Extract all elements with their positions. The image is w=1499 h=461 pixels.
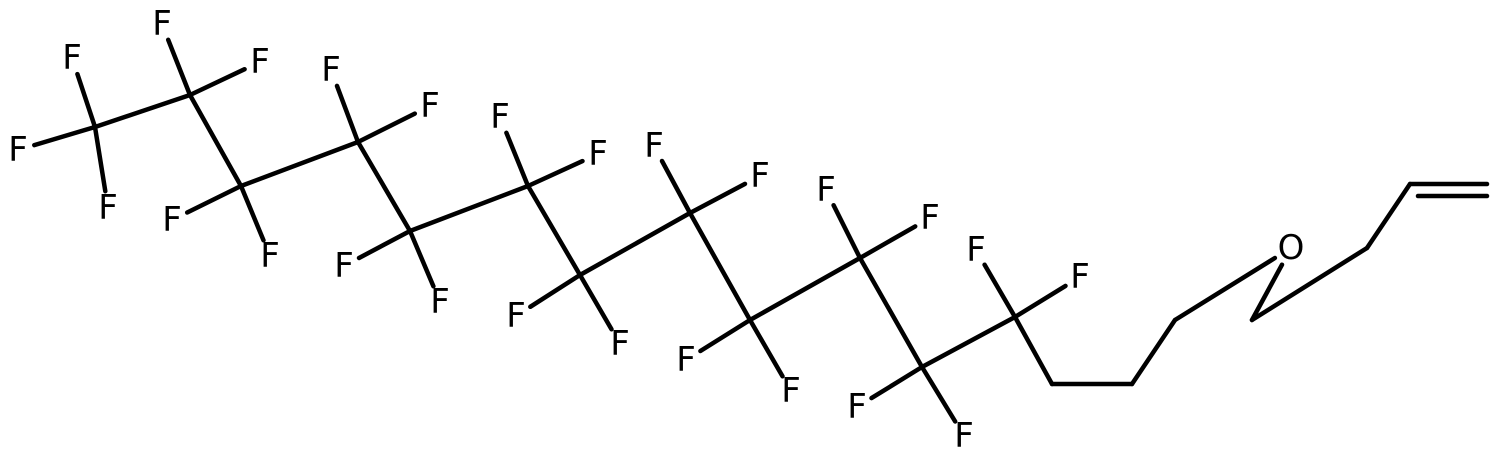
bond-C5-C6 (407, 183, 531, 234)
atom-label-f02: F (62, 38, 82, 78)
atom-label-f21: F (920, 198, 940, 238)
bond-O1-C16 (1249, 262, 1285, 323)
atom-label-f13: F (588, 134, 608, 174)
atom-label-f08: F (321, 50, 341, 90)
atom-label-f06: F (162, 200, 182, 240)
bond-C1-F03 (92, 124, 108, 194)
atom-label-f03: F (98, 188, 118, 228)
atom-label-f09: F (420, 86, 440, 126)
atom-label-f05: F (250, 42, 270, 82)
bond-C12-F24 (982, 262, 1018, 320)
atom-label-f01: F (8, 130, 28, 170)
bond-C2-F04 (165, 37, 193, 98)
atom-label-f25: F (1070, 257, 1090, 297)
atom-label-f16: F (644, 126, 664, 166)
atom-label-f12: F (490, 97, 510, 137)
bond-C9-F19 (747, 317, 785, 379)
bond-C6-F13 (525, 158, 585, 189)
atom-label-f17: F (750, 156, 770, 196)
bond-layer (32, 37, 1490, 424)
atom-label-f18: F (676, 340, 696, 380)
bond-C4-F09 (355, 111, 418, 145)
bond-C1-F02 (75, 71, 98, 130)
bond-C2-C3 (187, 92, 244, 189)
bond-C12-F25 (1012, 283, 1068, 320)
atom-label-f15: F (610, 324, 630, 364)
bond-C1-C2 (92, 92, 193, 130)
atom-label-f19: F (781, 371, 801, 411)
atom-label-f24: F (966, 230, 986, 270)
bond-C7-F14 (528, 272, 583, 310)
bond-C12-C13 (1012, 314, 1055, 387)
bond-C8-C9 (687, 210, 753, 323)
bond-C6-C7 (525, 183, 583, 278)
atom-label-f14: F (506, 296, 526, 336)
bond-C2-F05 (187, 66, 247, 98)
bond-C17-C18 (1364, 181, 1413, 251)
bond-C7-F15 (577, 272, 614, 332)
bond-C5-F11 (407, 228, 436, 289)
bond-C1-F01 (32, 124, 98, 148)
bond-C5-F10 (356, 228, 413, 261)
bond-C8-F16 (659, 158, 693, 216)
bond-C7-C8 (577, 210, 693, 278)
bond-C6-F12 (504, 130, 531, 189)
bond-C4-F08 (334, 83, 361, 145)
bond-C9-F18 (698, 317, 753, 354)
atom-label-f07: F (260, 236, 280, 276)
atom-label-f11: F (430, 282, 450, 322)
bond-C10-F20 (831, 202, 863, 261)
bond-C8-F17 (687, 181, 748, 216)
atom-label-f20: F (816, 170, 836, 210)
bond-C15-O1 (1172, 255, 1278, 323)
atom-label-f04: F (152, 4, 172, 44)
atom-label-f23: F (954, 416, 974, 456)
bond-C16-C17 (1249, 245, 1370, 323)
bond-C11-C12 (919, 314, 1018, 370)
atom-label-f10: F (334, 246, 354, 286)
bond-C11-F22 (869, 364, 925, 401)
atom-label-f22: F (847, 387, 867, 427)
bond-C3-F06 (184, 183, 244, 215)
bond-C3-C4 (238, 139, 361, 189)
bond-C4-C5 (355, 139, 413, 234)
bond-C10-C11 (857, 255, 925, 370)
bond-C14-C15 (1129, 317, 1178, 387)
bond-C9-C10 (747, 255, 863, 323)
bond-C11-F23 (919, 364, 958, 424)
bond-C3-F07 (238, 183, 266, 243)
bond-C10-F21 (857, 224, 918, 261)
atom-label-o1: O (1278, 228, 1305, 268)
